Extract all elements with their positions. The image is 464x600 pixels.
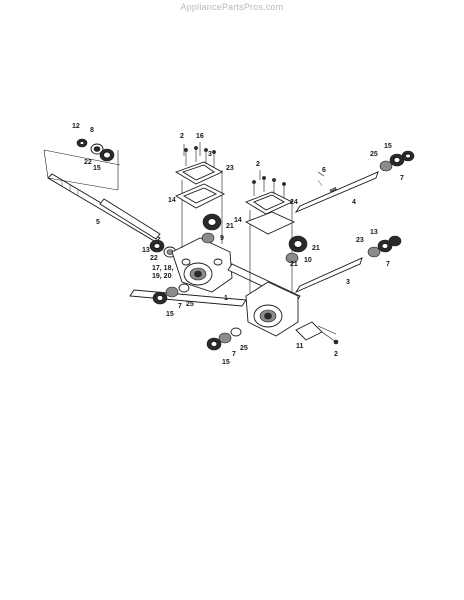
shaft-5 — [43, 149, 161, 243]
label-8: 8 — [90, 127, 94, 134]
cover-left — [174, 146, 226, 209]
label-9: 9 — [220, 235, 224, 242]
watermark: AppliancePartsPros.com — [180, 2, 284, 12]
label-7: 7 — [178, 303, 182, 310]
label-25b: 25 — [240, 345, 248, 352]
shaft-3 — [294, 257, 363, 294]
label-13b: 13 — [370, 229, 378, 236]
label-2: 2 — [180, 133, 184, 140]
label-3: 3 — [208, 151, 212, 158]
label-22: 22 — [84, 159, 92, 166]
label-2b: 2 — [256, 161, 260, 168]
label-22b: 22 — [150, 255, 158, 262]
label-25: 25 — [186, 301, 194, 308]
label-15b: 15 — [166, 311, 174, 318]
bearing-group-upper-right — [379, 150, 415, 172]
label-7d: 7 — [386, 261, 390, 268]
label-13: 13 — [142, 247, 150, 254]
label-21: 21 — [226, 223, 234, 230]
cover-right — [244, 176, 296, 235]
bearing-group-top-left — [47, 138, 119, 191]
label-5: 5 — [96, 219, 100, 226]
bearing-group-left — [149, 239, 177, 258]
label-24: 24 — [290, 199, 298, 206]
label-14: 14 — [168, 197, 176, 204]
label-1: 1 — [224, 295, 228, 302]
label-15: 15 — [93, 165, 101, 172]
label-2c: 2 — [334, 351, 338, 358]
bolts-top — [183, 142, 325, 180]
label-10: 10 — [304, 257, 312, 264]
label-12: 12 — [72, 123, 80, 130]
bearing-group-bottom — [206, 327, 242, 351]
label-11: 11 — [296, 343, 304, 350]
label-14b: 14 — [234, 217, 242, 224]
label-19-20: 19, 20 — [152, 273, 172, 280]
label-7c: 7 — [400, 175, 404, 182]
gear-right — [285, 235, 308, 264]
gearbox-left — [171, 170, 233, 293]
bracket-11 — [295, 321, 339, 345]
bearing-group-lower-left — [152, 283, 190, 305]
label-15d: 15 — [384, 143, 392, 150]
label-6: 6 — [322, 167, 326, 174]
label-4: 4 — [352, 199, 356, 206]
label-15c: 15 — [222, 359, 230, 366]
gear-left — [201, 213, 222, 244]
label-23b: 23 — [356, 237, 364, 244]
bearing-group-mid-right — [367, 235, 402, 258]
label-21c: 21 — [290, 261, 298, 268]
callout-labels: 12 8 22 15 5 2 16 3 23 14 21 9 13 22 17,… — [72, 123, 404, 366]
label-23: 23 — [226, 165, 234, 172]
label-21b: 21 — [312, 245, 320, 252]
label-25c: 25 — [370, 151, 378, 158]
label-3b: 3 — [346, 279, 350, 286]
label-16: 16 — [196, 133, 204, 140]
shaft-4 — [294, 171, 379, 214]
label-17-18: 17, 18, — [152, 265, 173, 272]
label-7b: 7 — [232, 351, 236, 358]
gearbox-right — [245, 200, 299, 337]
